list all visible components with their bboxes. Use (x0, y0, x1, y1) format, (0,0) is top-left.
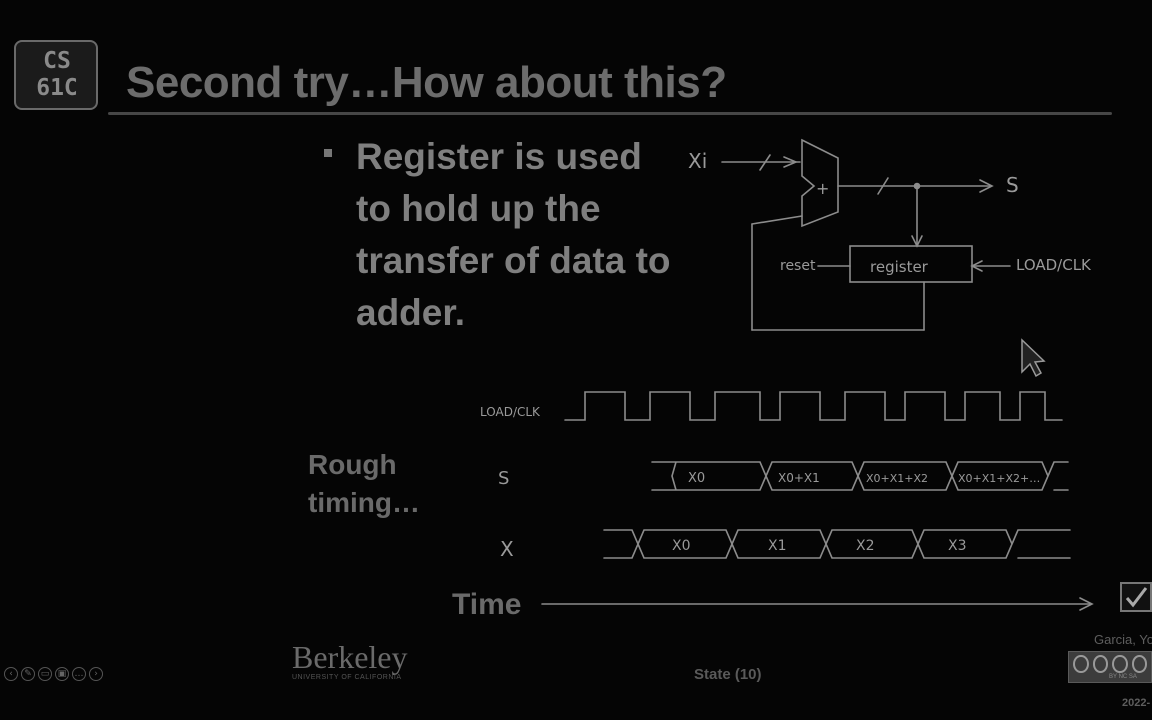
lecture-topic: State (10) (694, 666, 762, 683)
x-row-label: X (500, 537, 514, 561)
checkbox-icon (1120, 582, 1152, 612)
university-subtitle: UNIVERSITY OF CALIFORNIA (292, 674, 402, 681)
university-logo: Berkeley UNIVERSITY OF CALIFORNIA (292, 640, 408, 681)
more-icon[interactable]: … (72, 667, 86, 681)
adder-shape (801, 138, 839, 228)
bullet-marker (324, 149, 332, 157)
output-arrow (979, 179, 994, 193)
cc-circles (1069, 652, 1151, 676)
by-icon (1092, 655, 1108, 673)
input-bus-tick (759, 154, 771, 171)
author-credit: Garcia, Yo (1094, 632, 1152, 647)
clk-row-label: LOAD/CLK (480, 405, 541, 419)
time-arrow-head (1079, 597, 1094, 611)
register-label: register (870, 258, 929, 276)
register-box (849, 245, 973, 283)
pen-icon[interactable]: ✎ (21, 667, 35, 681)
time-axis-label: Time (452, 588, 522, 621)
s-cell-3: X0+X1+X2+… (958, 472, 1040, 485)
s-cell-0: X0 (688, 471, 705, 486)
clock-arrow (970, 260, 983, 272)
input-arrow (783, 156, 799, 168)
x-cell-1: X1 (768, 538, 787, 554)
rough-timing-label: Rough timing… (308, 446, 420, 522)
output-label: S (1006, 173, 1019, 197)
course-logo: CS 61C (14, 40, 98, 110)
back-icon[interactable]: ‹ (4, 667, 18, 681)
year-label: 2022- (1122, 697, 1151, 709)
screen-icon[interactable]: ▣ (55, 667, 69, 681)
slide-title: Second try…How about this? (126, 58, 727, 107)
nc-icon (1112, 655, 1128, 673)
input-label: Xi (688, 149, 707, 173)
title-divider (108, 112, 1112, 115)
forward-icon[interactable]: › (89, 667, 103, 681)
slide-controls: ‹ ✎ ▭ ▣ … › (4, 667, 103, 681)
logo-line-2: 61C (36, 75, 78, 101)
clock-input-label: LOAD/CLK (1016, 256, 1092, 274)
logo-text: CS 61C (24, 48, 90, 102)
x-cell-0: X0 (672, 538, 691, 554)
mouse-cursor-icon (1021, 338, 1046, 378)
adder-label: + (816, 179, 829, 198)
register-arrow (911, 235, 923, 248)
s-row-label: S (498, 468, 509, 489)
feedback-into-adder (751, 215, 803, 225)
cc-icon (1073, 655, 1089, 673)
s-cell-1: X0+X1 (778, 471, 820, 485)
s-bus (651, 461, 1069, 491)
output-bus-tick (877, 177, 889, 195)
license-text: BY NC SA (1109, 674, 1137, 680)
x-cell-2: X2 (856, 538, 875, 554)
university-name: Berkeley (292, 639, 408, 675)
clock-waveform (564, 391, 1063, 421)
logo-line-1: CS (43, 48, 71, 74)
creative-commons-badge: BY NC SA (1068, 651, 1152, 683)
x-bus (603, 529, 1071, 559)
s-cell-2: X0+X1+X2 (866, 472, 928, 485)
captions-icon[interactable]: ▭ (38, 667, 52, 681)
sa-icon (1131, 655, 1147, 673)
x-cell-3: X3 (948, 538, 967, 554)
bullet-text: Register is used to hold up the transfer… (356, 136, 671, 333)
timing-label: timing… (308, 487, 420, 518)
rough-label: Rough (308, 449, 397, 480)
reset-label: reset (780, 258, 816, 274)
